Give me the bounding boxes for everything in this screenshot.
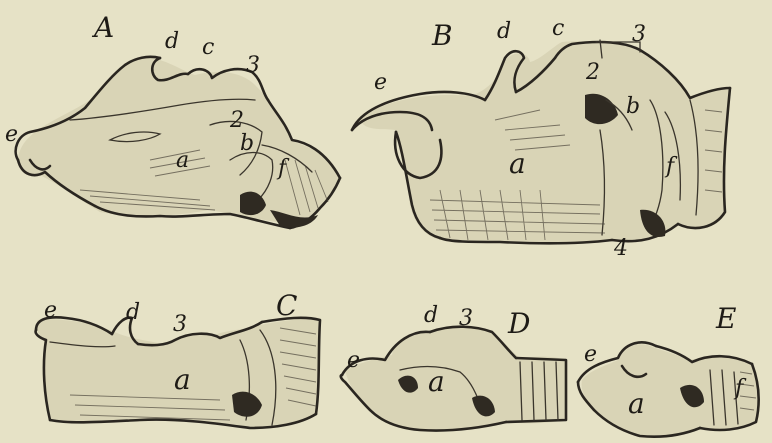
panel-b-label-e: e	[374, 72, 387, 94]
panel-c-label-3: 3	[173, 314, 187, 336]
panel-e-letter: E	[716, 305, 736, 333]
panel-b-label-4: 4	[614, 238, 628, 260]
panel-b-label-f: f	[666, 156, 674, 178]
panel-a-label-f: f	[278, 158, 286, 180]
panel-d-specimen	[341, 327, 568, 431]
panel-c-label-a: a	[174, 366, 191, 394]
panel-a-letter: A	[94, 14, 114, 42]
panel-e-label-a: a	[628, 390, 645, 418]
panel-b-label-d: d	[497, 21, 511, 43]
panel-d-label-a: a	[428, 368, 445, 396]
panel-b-label-3: 3	[632, 24, 646, 46]
panel-d-label-3: 3	[459, 308, 473, 330]
panel-b-specimen	[352, 40, 730, 243]
panel-b-label-a: a	[509, 150, 526, 178]
panel-b-label-c: c	[552, 18, 564, 40]
panel-a-label-3: 3	[246, 55, 260, 77]
panel-c-label-e: e	[44, 300, 57, 322]
panel-a-label-c: c	[202, 37, 214, 59]
panel-e-label-f: f	[735, 378, 743, 400]
panel-a-label-2: 2	[230, 110, 244, 132]
panel-e-label-e: e	[584, 344, 597, 366]
panel-d-letter: D	[508, 310, 530, 338]
panel-d-label-e: e	[347, 350, 360, 372]
panel-a-specimen	[16, 57, 340, 228]
panel-b-label-2: 2	[586, 62, 600, 84]
panel-d-label-d: d	[424, 305, 438, 327]
panel-b-letter: B	[432, 22, 453, 50]
panel-a-label-b: b	[240, 133, 254, 155]
panel-a-label-a: a	[176, 150, 189, 172]
panel-b-label-b: b	[626, 96, 640, 118]
panel-c-label-d: d	[126, 302, 140, 324]
panel-a-label-d: d	[165, 31, 179, 53]
panel-c-letter: C	[276, 292, 297, 320]
panel-a-label-e: e	[5, 124, 18, 146]
panel-e-specimen	[578, 342, 759, 436]
